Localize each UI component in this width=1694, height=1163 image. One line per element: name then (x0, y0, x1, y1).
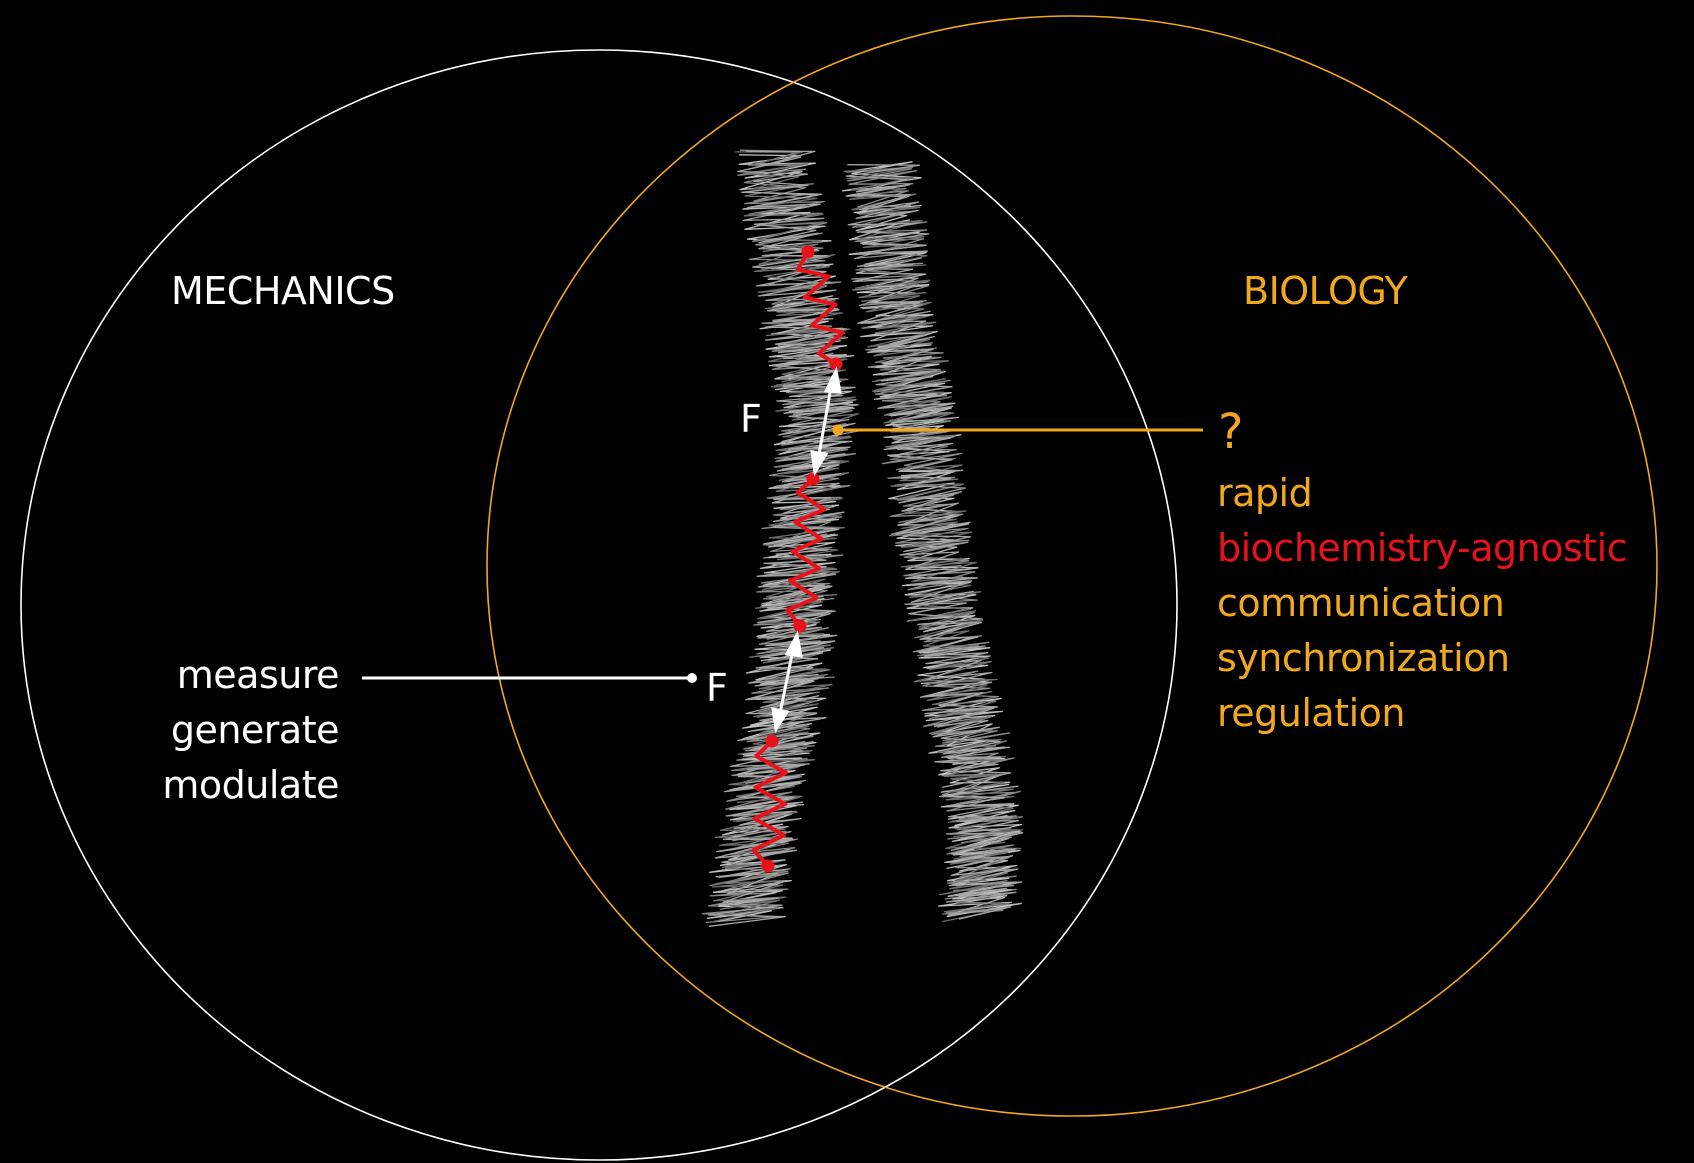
spring-node (829, 357, 843, 371)
mechanics-circle (20, 49, 1178, 1161)
spring (795, 250, 845, 366)
spring-node (806, 472, 820, 486)
biology-circle (486, 15, 1658, 1117)
biology-leader-line (832, 424, 1203, 436)
spring (751, 739, 788, 868)
spring-node (793, 619, 807, 633)
mechanics-leader-line (362, 673, 697, 683)
verb-generate: generate (171, 708, 339, 752)
fiber-scribble (845, 164, 1024, 920)
verb-measure: measure (177, 653, 339, 697)
fiber-scribble (841, 161, 1023, 918)
spring (785, 477, 827, 628)
fiber-scribble (708, 151, 860, 924)
bio-biochemistry-agnostic: biochemistry-agnostic (1217, 526, 1627, 570)
spring-node (761, 859, 775, 873)
fiber-bundle (701, 149, 1024, 927)
biology-label: BIOLOGY (1243, 269, 1408, 313)
bio-synchronization: synchronization (1217, 636, 1510, 680)
fiber-scribble (708, 150, 859, 927)
force-label-lower: F (706, 666, 728, 710)
mechanics-label: MECHANICS (171, 269, 395, 313)
bio-rapid: rapid (1217, 471, 1312, 515)
force-arrow-upper (810, 366, 842, 477)
bio-communication: communication (1217, 581, 1504, 625)
spring-chain (751, 245, 845, 873)
force-arrow-lower (771, 630, 803, 734)
force-label-upper: F (740, 397, 762, 441)
spring-node (765, 734, 779, 748)
question-mark: ? (1218, 404, 1243, 460)
spring-node (801, 245, 815, 259)
fiber-scribble (706, 154, 854, 922)
bio-regulation: regulation (1217, 691, 1405, 735)
verb-modulate: modulate (162, 763, 339, 807)
